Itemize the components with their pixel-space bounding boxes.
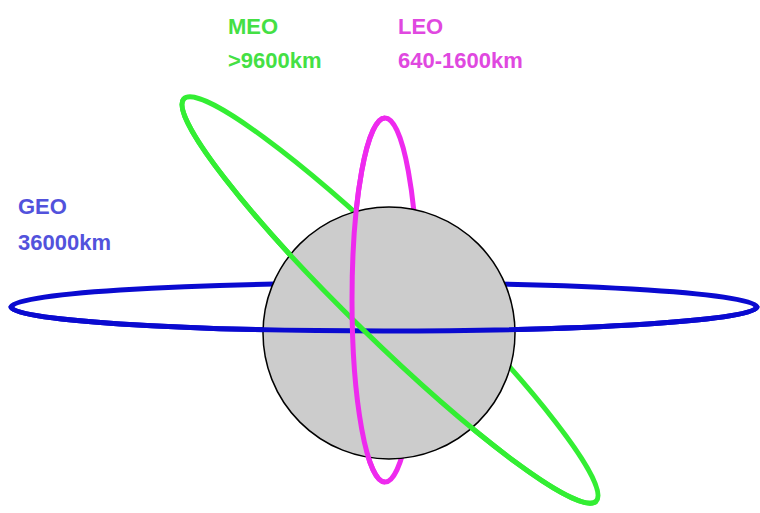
leo-orbit-front [352,118,385,482]
orbit-altitude: 36000km [18,232,111,254]
meo-orbit-front [156,70,624,513]
geo-orbit-front [11,306,757,331]
meo-orbit [156,70,624,513]
orbit-name: LEO [398,16,443,38]
orbit-name: GEO [18,196,67,218]
orbit-altitude: >9600km [228,50,322,72]
orbit-altitude: 640-1600km [398,50,523,72]
orbit-name: MEO [228,16,278,38]
